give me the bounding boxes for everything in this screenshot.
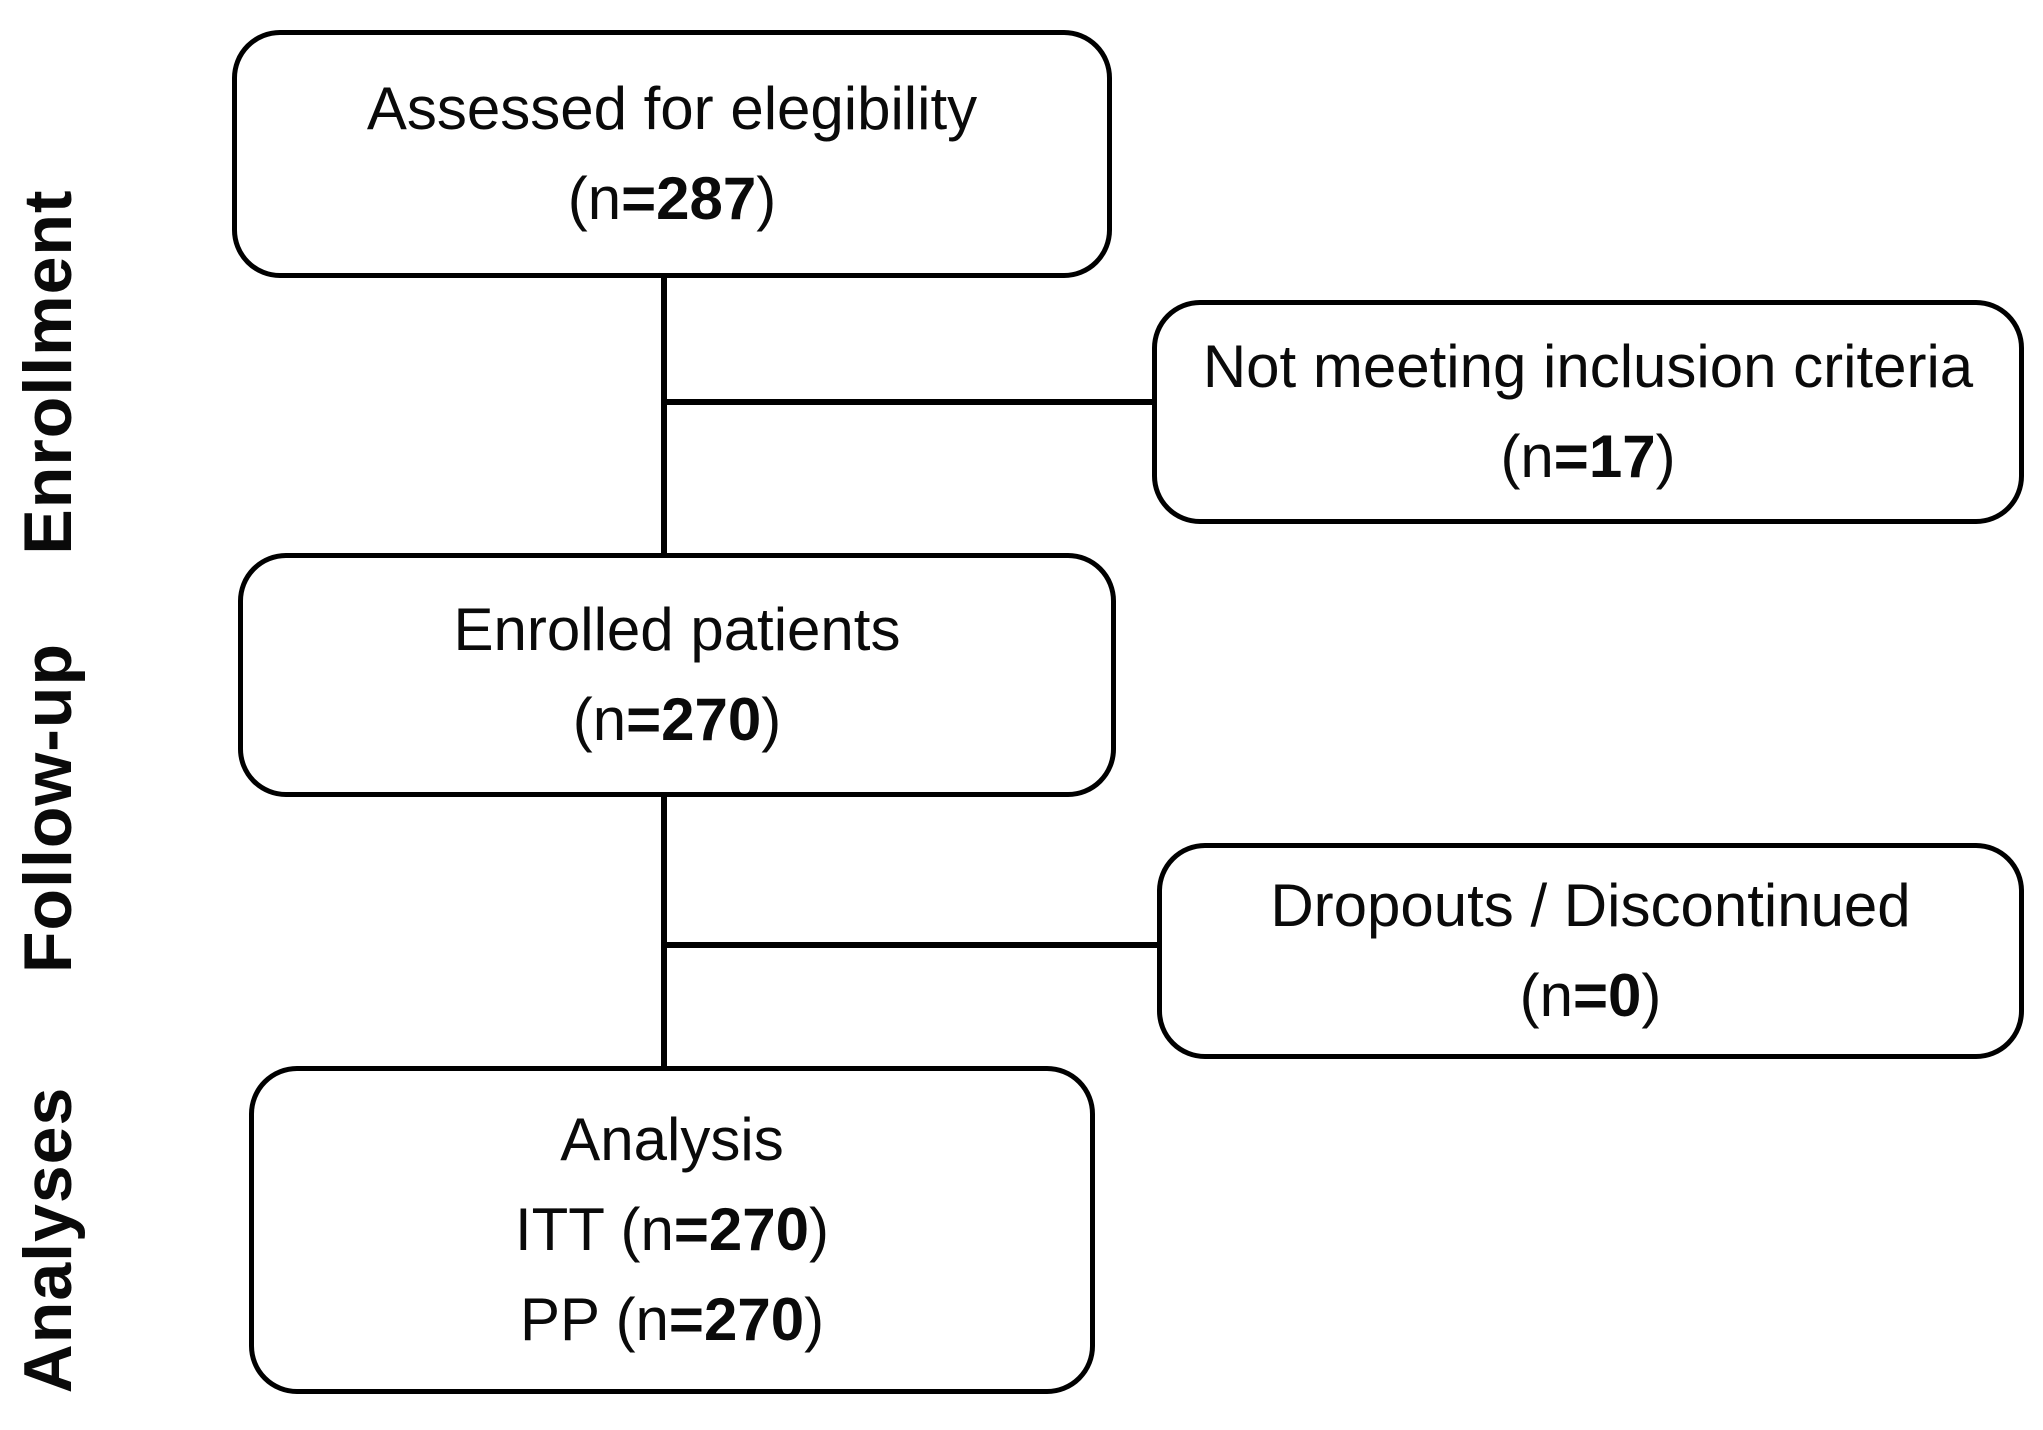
stage-label-enrollment: Enrollment: [10, 189, 86, 555]
box-analysis: Analysis ITT (n=270) PP (n=270): [249, 1066, 1095, 1394]
box-not-meeting-inclusion-criteria: Not meeting inclusion criteria (n=17): [1152, 300, 2024, 524]
box-dropouts-discontinued: Dropouts / Discontinued (n=0): [1157, 843, 2024, 1059]
n-value: =287: [621, 165, 757, 232]
connector-branch-not-meeting: [663, 399, 1155, 405]
pp-count: PP (n=270): [519, 1286, 825, 1353]
box-title: Dropouts / Discontinued: [1270, 872, 1911, 939]
box-title: Assessed for elegibility: [366, 75, 978, 142]
connector-enrolled-to-analysis: [661, 795, 667, 1068]
n-count: (n=287): [567, 165, 777, 232]
box-title: Analysis: [560, 1106, 784, 1173]
stage-label-follow-up: Follow-up: [10, 642, 86, 974]
connector-assessed-to-enrolled: [661, 276, 667, 555]
n-value: =17: [1553, 423, 1656, 490]
box-title: Enrolled patients: [453, 596, 901, 663]
stage-label-analyses: Analyses: [10, 1086, 86, 1394]
n-count: (n=0): [1519, 962, 1662, 1029]
box-enrolled-patients: Enrolled patients (n=270): [238, 553, 1116, 797]
box-title: Not meeting inclusion criteria: [1202, 333, 1974, 400]
n-value: =0: [1572, 962, 1642, 1029]
box-assessed-for-eligibility: Assessed for elegibility (n=287): [232, 30, 1112, 278]
itt-count: ITT (n=270): [514, 1196, 830, 1263]
n-count: (n=17): [1500, 423, 1676, 490]
n-value: =270: [626, 686, 762, 753]
connector-branch-dropouts: [663, 942, 1160, 948]
n-count: (n=270): [572, 686, 782, 753]
n-value: =270: [668, 1286, 805, 1353]
n-value: =270: [673, 1196, 810, 1263]
